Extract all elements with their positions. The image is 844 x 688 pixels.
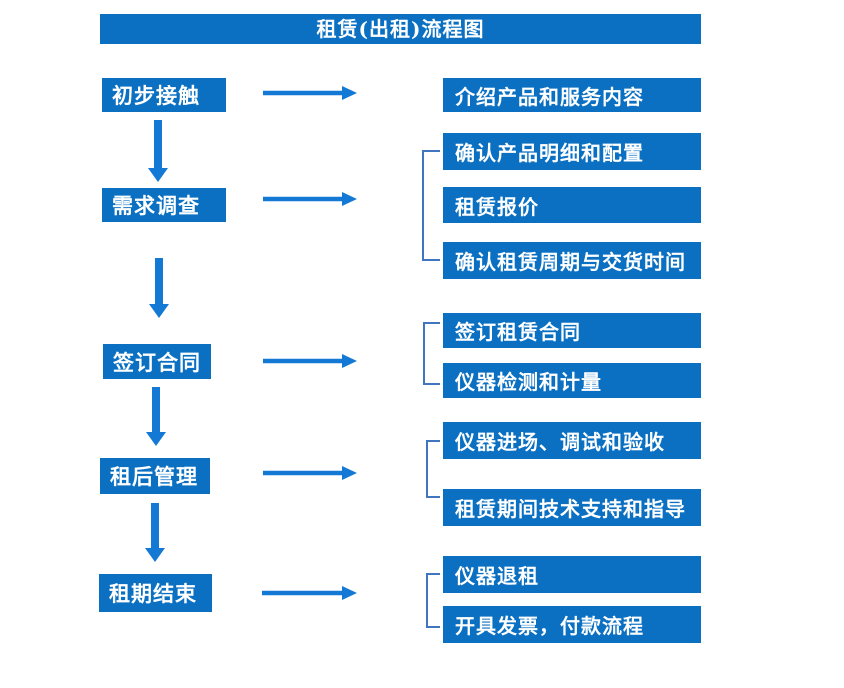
stage-box-rental-end: 租期结束 — [99, 574, 212, 612]
stage-box-demand-survey: 需求调查 — [102, 188, 226, 222]
stage-box-initial-contact: 初步接触 — [102, 78, 226, 112]
bracket-rental-end-group — [426, 573, 440, 628]
detail-box-rental-tech-support: 租赁期间技术支持和指导 — [443, 489, 701, 526]
detail-box-introduce-services: 介绍产品和服务内容 — [443, 78, 701, 112]
detail-box-invoice-payment: 开具发票，付款流程 — [443, 606, 701, 643]
detail-box-confirm-period-delivery: 确认租赁周期与交货时间 — [443, 242, 701, 279]
stage-box-sign-contract: 签订合同 — [103, 344, 211, 379]
right-arrow-post-rental — [263, 466, 357, 480]
detail-box-instrument-testing: 仪器检测和计量 — [443, 363, 701, 398]
bracket-demand-survey-group — [422, 150, 440, 261]
down-arrow-3 — [146, 387, 166, 446]
right-arrow-initial-contact — [263, 86, 357, 100]
stage-box-post-rental-management: 租后管理 — [100, 458, 210, 494]
down-arrow-2 — [149, 258, 169, 318]
down-arrow-1 — [148, 120, 168, 182]
detail-box-rental-quote: 租赁报价 — [443, 187, 701, 223]
detail-box-sign-rental-contract: 签订租赁合同 — [443, 313, 701, 348]
right-arrow-rental-end — [262, 586, 357, 600]
flowchart-title: 租赁(出租)流程图 — [100, 14, 701, 44]
detail-box-instrument-return: 仪器退租 — [443, 556, 701, 593]
detail-box-confirm-product-config: 确认产品明细和配置 — [443, 133, 701, 170]
bracket-post-rental-group — [426, 440, 440, 498]
bracket-sign-contract-group — [423, 322, 440, 385]
down-arrow-4 — [145, 503, 165, 562]
detail-box-instrument-setup-acceptance: 仪器进场、调试和验收 — [443, 422, 701, 459]
right-arrow-demand-survey — [263, 192, 357, 206]
right-arrow-sign-contract — [263, 354, 357, 368]
